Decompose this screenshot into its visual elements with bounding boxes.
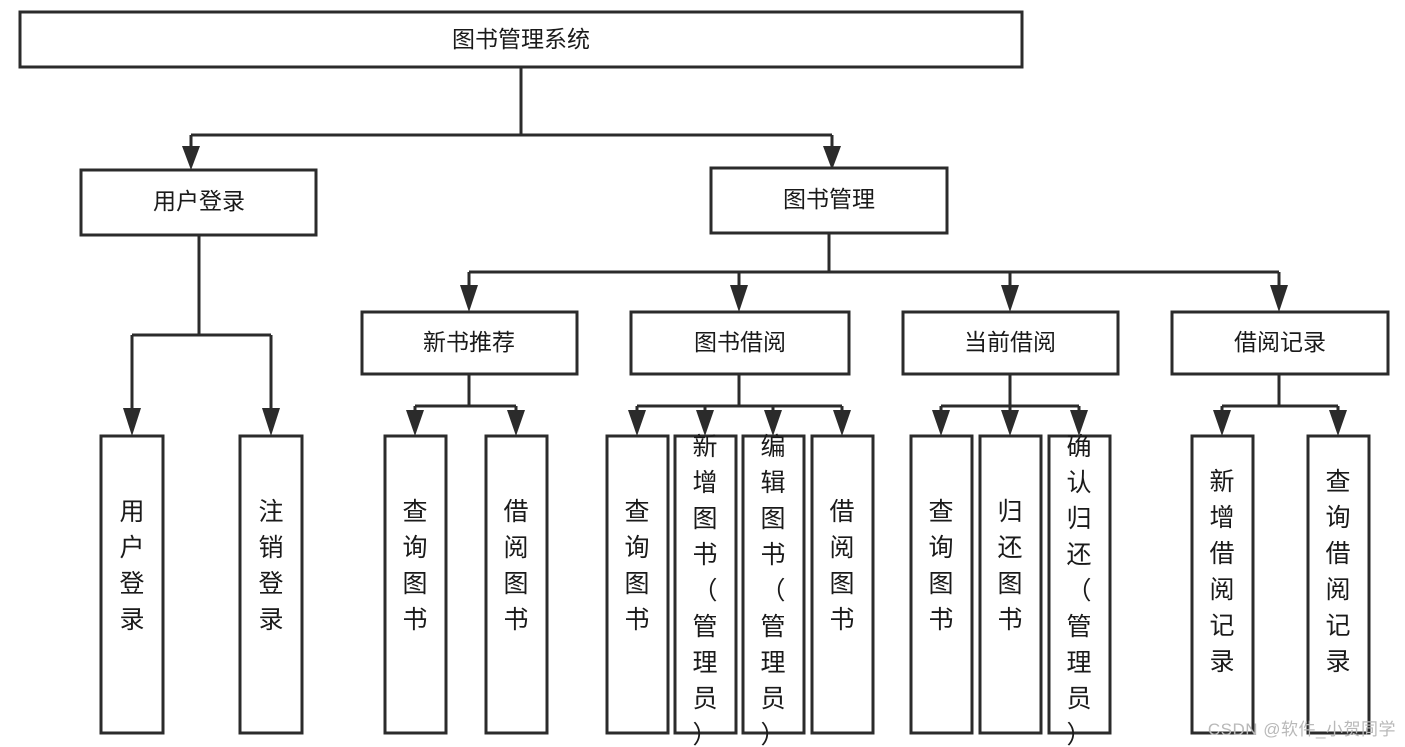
arrow-leaf-user-login-icon: [123, 408, 141, 436]
leaf-user-login[interactable]: 用户登录: [99, 434, 165, 735]
node-user-login[interactable]: 用户登录: [79, 168, 318, 237]
leaf-query-record-label: 查询借阅记录: [1325, 468, 1350, 676]
arrow-to-book-management-icon: [823, 146, 841, 170]
leaf-query-book-1[interactable]: 查询图书: [383, 434, 448, 735]
leaf-query-book-3-label: 查询图书: [928, 498, 953, 634]
node-borrow-record-label: 借阅记录: [1234, 329, 1326, 355]
node-book-borrow-label: 图书借阅: [694, 329, 786, 355]
leaf-confirm-return-box[interactable]: [1047, 434, 1112, 735]
leaf-query-book-1-box[interactable]: [383, 434, 448, 735]
node-borrow-record[interactable]: 借阅记录: [1170, 310, 1390, 376]
node-borrow-record-box[interactable]: [1170, 310, 1390, 376]
node-new-book-recommend-box[interactable]: [360, 310, 579, 376]
arrow-leaf-return-book-icon: [1001, 410, 1019, 436]
leaf-query-book-3[interactable]: 查询图书: [909, 434, 974, 735]
edges-layer: [123, 67, 1347, 436]
arrow-leaf-borrow-book-2-icon: [833, 410, 851, 436]
node-book-borrow-box[interactable]: [629, 310, 851, 376]
leaf-borrow-book-1-label: 借阅图书: [503, 498, 528, 634]
leaf-borrow-book-2-label: 借阅图书: [829, 498, 854, 634]
arrow-to-new-book-recommend-icon: [460, 285, 478, 312]
leaf-query-record-box[interactable]: [1306, 434, 1371, 735]
leaf-confirm-return[interactable]: 确认归还（管理员）: [1047, 433, 1112, 747]
node-new-book-recommend-label: 新书推荐: [423, 329, 515, 355]
node-book-borrow[interactable]: 图书借阅: [629, 310, 851, 376]
leaf-add-book-label: 新增图书（管理员）: [692, 433, 717, 747]
leaf-query-book-2-label: 查询图书: [624, 498, 649, 634]
arrow-leaf-query-book-1-icon: [406, 410, 424, 436]
leaf-query-book-2-box[interactable]: [605, 434, 670, 735]
leaf-return-book-label: 归还图书: [997, 498, 1022, 634]
node-current-borrow-label: 当前借阅: [964, 329, 1056, 355]
arrow-to-user-login-icon: [182, 146, 200, 170]
arrow-leaf-add-record-icon: [1213, 410, 1231, 436]
leaf-logout-login[interactable]: 注销登录: [238, 434, 304, 735]
leaf-borrow-book-2[interactable]: 借阅图书: [810, 434, 875, 735]
node-book-management[interactable]: 图书管理: [709, 166, 949, 235]
leaf-borrow-book-1[interactable]: 借阅图书: [484, 434, 549, 735]
node-new-book-recommend[interactable]: 新书推荐: [360, 310, 579, 376]
leaf-query-record[interactable]: 查询借阅记录: [1306, 434, 1371, 735]
arrow-leaf-borrow-book-1-icon: [507, 410, 525, 436]
leaf-add-record-box[interactable]: [1190, 434, 1255, 735]
arrow-leaf-logout-login-icon: [262, 408, 280, 436]
leaf-edit-book-box[interactable]: [741, 434, 806, 735]
node-book-management-box[interactable]: [709, 166, 949, 235]
leaf-query-book-2[interactable]: 查询图书: [605, 434, 670, 735]
leaf-user-login-label: 用户登录: [119, 498, 144, 634]
arrow-leaf-confirm-return-icon: [1070, 410, 1088, 436]
node-root[interactable]: 图书管理系统: [18, 10, 1024, 69]
leaf-logout-login-box[interactable]: [238, 434, 304, 735]
node-user-login-box[interactable]: [79, 168, 318, 237]
leaf-user-login-box[interactable]: [99, 434, 165, 735]
node-book-management-label: 图书管理: [783, 186, 875, 212]
leaf-edit-book-label: 编辑图书（管理员）: [760, 433, 785, 747]
leaf-add-book-box[interactable]: [673, 434, 738, 735]
leaf-query-book-1-label: 查询图书: [402, 498, 427, 634]
leaf-add-book[interactable]: 新增图书（管理员）: [673, 433, 738, 747]
leaf-borrow-book-2-box[interactable]: [810, 434, 875, 735]
arrow-to-book-borrow-icon: [730, 285, 748, 312]
leaf-confirm-return-label: 确认归还（管理员）: [1066, 433, 1091, 747]
leaf-add-record-label: 新增借阅记录: [1209, 468, 1234, 676]
leaf-edit-book[interactable]: 编辑图书（管理员）: [741, 433, 806, 747]
node-user-login-label: 用户登录: [153, 188, 245, 214]
node-root-box[interactable]: [18, 10, 1024, 69]
leaf-query-book-3-box[interactable]: [909, 434, 974, 735]
node-root-label: 图书管理系统: [452, 26, 590, 52]
leaf-return-book-box[interactable]: [978, 434, 1043, 735]
arrow-leaf-add-book-icon: [696, 410, 714, 436]
arrow-leaf-edit-book-icon: [764, 410, 782, 436]
arrow-leaf-query-record-icon: [1329, 410, 1347, 436]
arrow-to-current-borrow-icon: [1001, 285, 1019, 312]
leaf-return-book[interactable]: 归还图书: [978, 434, 1043, 735]
arrow-leaf-query-book-3-icon: [932, 410, 950, 436]
leaf-logout-login-label: 注销登录: [258, 498, 283, 634]
leaf-add-record[interactable]: 新增借阅记录: [1190, 434, 1255, 735]
node-current-borrow[interactable]: 当前借阅: [901, 310, 1120, 376]
leaf-borrow-book-1-box[interactable]: [484, 434, 549, 735]
arrow-to-borrow-record-icon: [1270, 285, 1288, 312]
node-current-borrow-box[interactable]: [901, 310, 1120, 376]
arrow-leaf-query-book-2-icon: [628, 410, 646, 436]
